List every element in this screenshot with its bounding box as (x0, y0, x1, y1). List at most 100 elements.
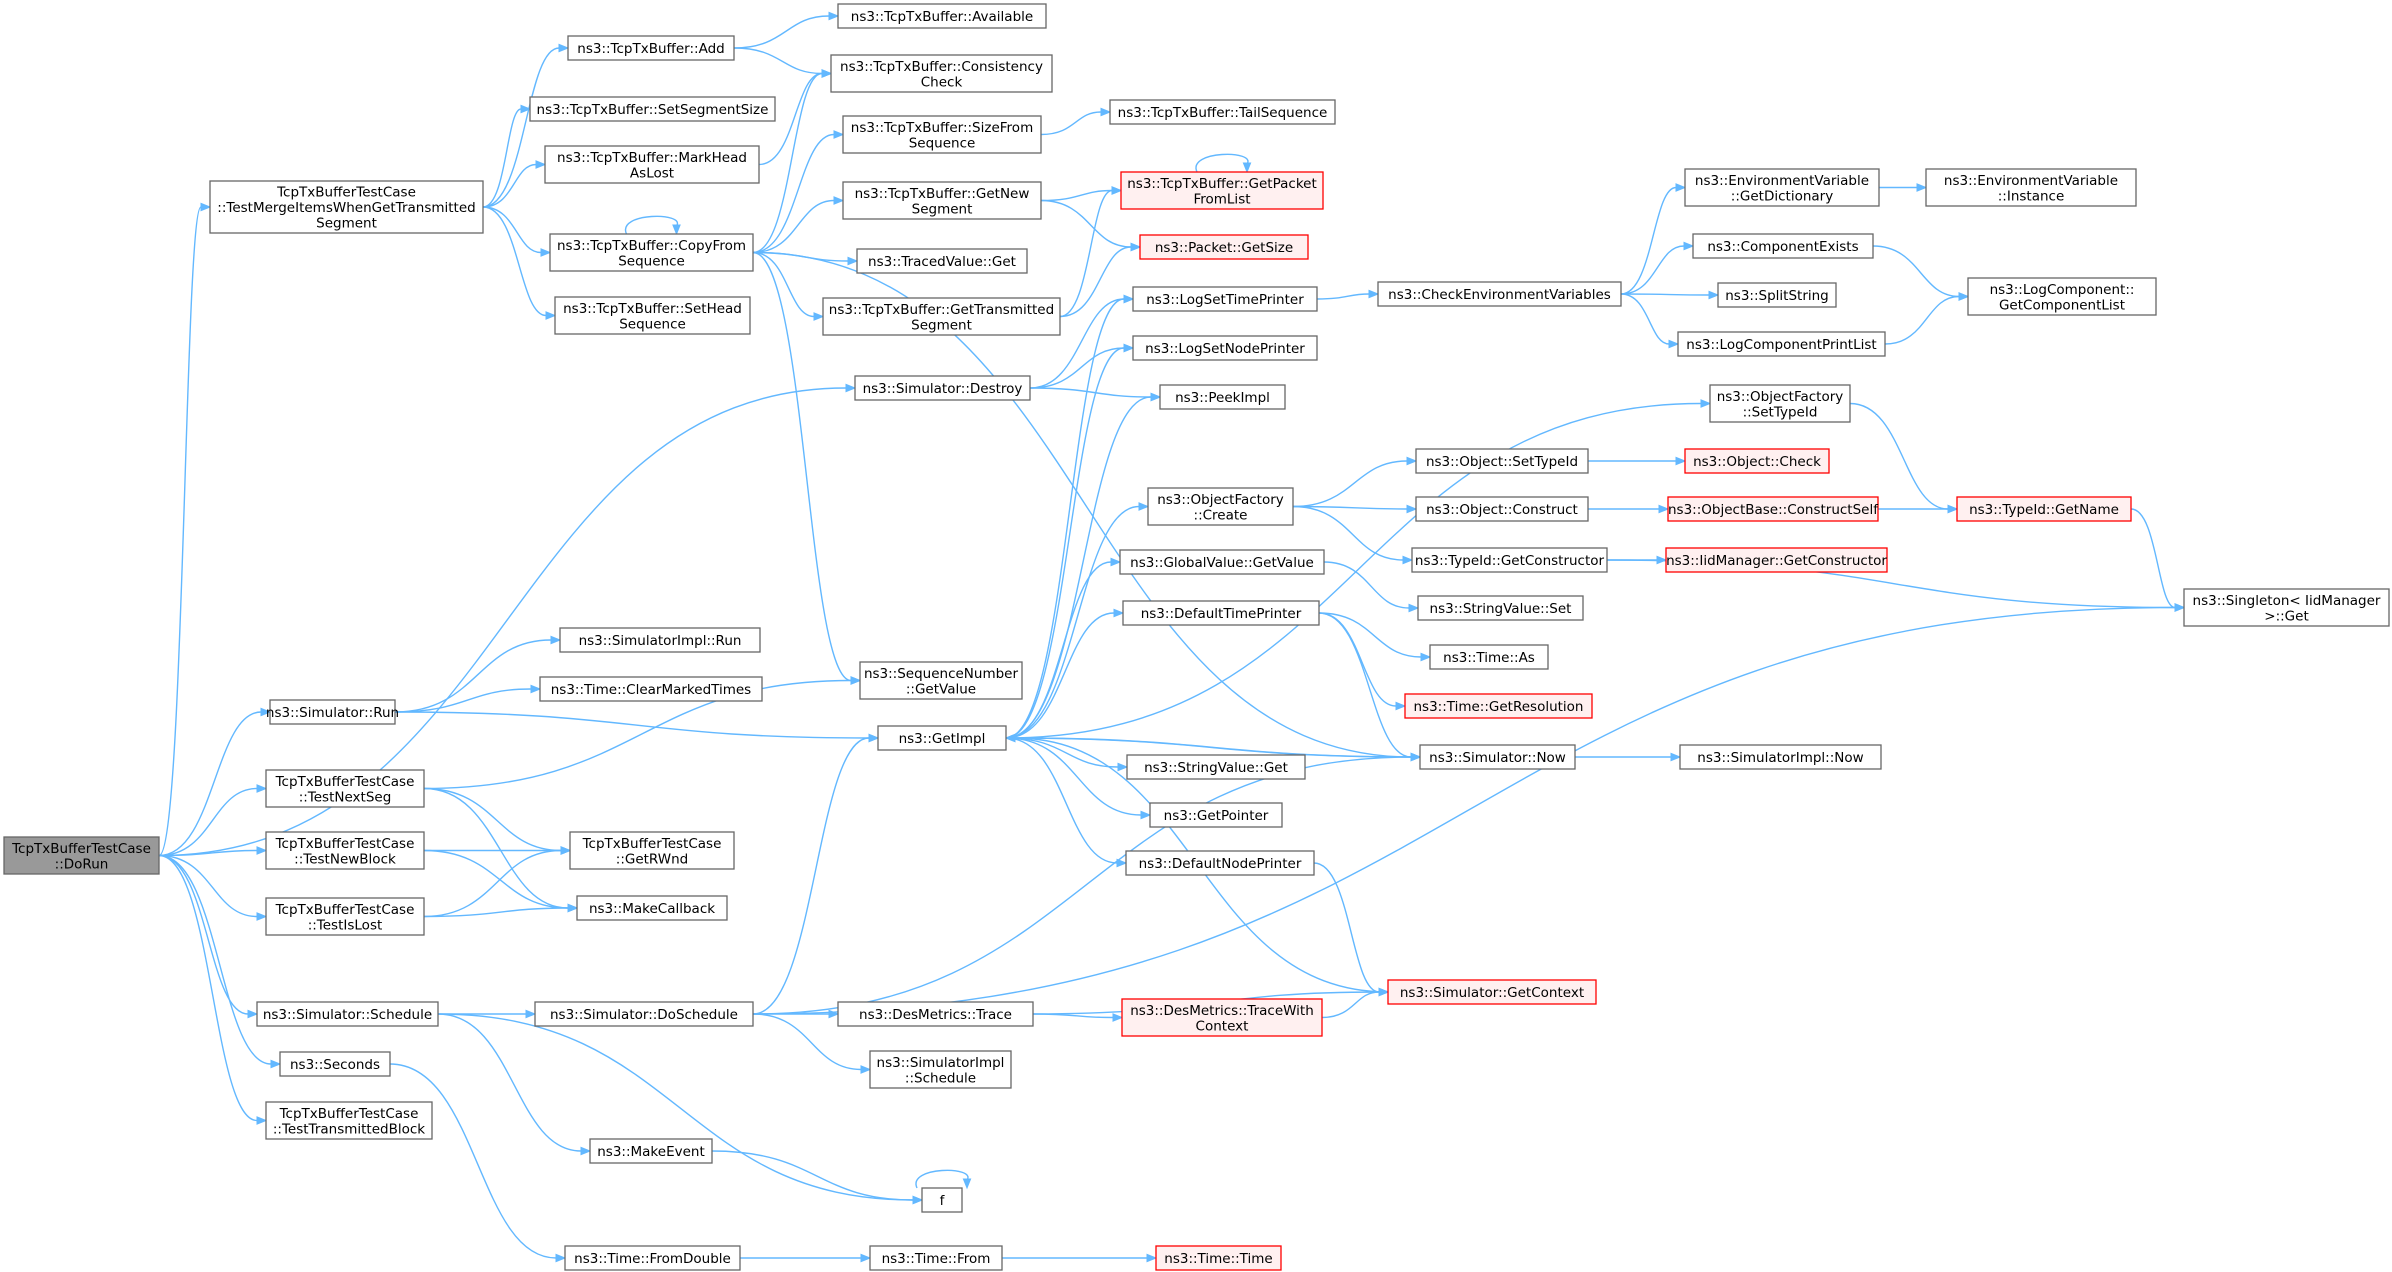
edge-arrowhead (1406, 504, 1418, 514)
node-do-schedule[interactable]: ns3::Simulator::DoSchedule (534, 1001, 754, 1027)
node-get-pointer[interactable]: ns3::GetPointer (1149, 802, 1283, 828)
node-box (1419, 744, 1576, 770)
node-obj-construct[interactable]: ns3::Object::Construct (1415, 496, 1589, 522)
edge (1620, 290, 1720, 300)
node-obj-check[interactable]: ns3::Object::Check (1684, 448, 1830, 474)
node-def-time-printer[interactable]: ns3::DefaultTimePrinter (1122, 600, 1320, 626)
node-traced-get[interactable]: ns3::TracedValue::Get (856, 248, 1028, 274)
edge (423, 676, 862, 790)
node-clear-marked[interactable]: ns3::Time::ClearMarkedTimes (539, 676, 763, 702)
node-sim-impl-schedule[interactable]: ns3::SimulatorImpl::Schedule (869, 1050, 1012, 1089)
edge-line (1005, 561, 1112, 739)
node-des-trace[interactable]: ns3::DesMetrics::Trace (837, 1001, 1034, 1027)
node-get-impl[interactable]: ns3::GetImpl (877, 725, 1007, 751)
node-packet-get-size[interactable]: ns3::Packet::GetSize (1139, 234, 1309, 260)
node-label: ns3::TcpTxBuffer::GetNew (855, 186, 1030, 202)
node-make-callback[interactable]: ns3::MakeCallback (576, 895, 728, 921)
node-seconds[interactable]: ns3::Seconds (279, 1051, 391, 1077)
node-box (265, 897, 425, 936)
node-label: ns3::DesMetrics::TraceWith (1130, 1003, 1314, 1019)
node-ofset-type-id[interactable]: ns3::ObjectFactory::SetTypeId (1709, 384, 1851, 423)
node-time-get-res[interactable]: ns3::Time::GetResolution (1404, 693, 1593, 719)
node-do-run[interactable]: TcpTxBufferTestCase::DoRun (3, 836, 160, 875)
edge-arrowhead (1675, 183, 1687, 192)
node-comp-exists[interactable]: ns3::ComponentExists (1692, 233, 1874, 259)
node-check-env[interactable]: ns3::CheckEnvironmentVariables (1377, 281, 1622, 307)
node-log-set-time[interactable]: ns3::LogSetTimePrinter (1132, 286, 1318, 312)
node-sim-impl-run[interactable]: ns3::SimulatorImpl::Run (559, 627, 761, 653)
node-box (1132, 335, 1318, 361)
node-ofcreate[interactable]: ns3::ObjectFactory::Create (1147, 487, 1294, 526)
node-tail-seq[interactable]: ns3::TcpTxBuffer::TailSequence (1109, 99, 1336, 125)
node-seq-get-value[interactable]: ns3::SequenceNumber::GetValue (859, 661, 1023, 700)
node-add[interactable]: ns3::TcpTxBuffer::Add (567, 35, 735, 61)
edge-line (1014, 737, 1421, 758)
edge-line (1059, 246, 1132, 318)
node-label: ns3::SplitString (1725, 288, 1829, 304)
node-test-next-seg[interactable]: TcpTxBufferTestCase::TestNextSeg (265, 769, 425, 808)
node-make-event[interactable]: ns3::MakeEvent (589, 1138, 713, 1164)
node-iid-mgr-get-ctor[interactable]: ns3::IidManager::GetConstructor (1665, 547, 1888, 573)
edge (158, 854, 268, 921)
node-label: ns3::ObjectBase::ConstructSelf (1668, 502, 1879, 518)
node-sim-schedule[interactable]: ns3::Simulator::Schedule (256, 1001, 439, 1027)
node-def-node-printer[interactable]: ns3::DefaultNodePrinter (1125, 850, 1315, 876)
node-sim-impl-now[interactable]: ns3::SimulatorImpl::Now (1679, 744, 1882, 770)
node-split-string[interactable]: ns3::SplitString (1717, 282, 1837, 308)
node-test-new-block[interactable]: TcpTxBufferTestCase::TestNewBlock (265, 831, 425, 870)
node-sim-run[interactable]: ns3::Simulator::Run (266, 699, 399, 725)
node-log-comp-print-list[interactable]: ns3::LogComponentPrintList (1677, 331, 1886, 357)
node-sim-get-context[interactable]: ns3::Simulator::GetContext (1387, 979, 1597, 1005)
node-time-as[interactable]: ns3::Time::As (1429, 644, 1549, 670)
node-type-id-get-name[interactable]: ns3::TypeId::GetName (1956, 496, 2132, 522)
edge-arrowhead (1123, 294, 1135, 304)
node-singleton-get[interactable]: ns3::Singleton< IidManager >::Get (2183, 588, 2390, 627)
node-time-from[interactable]: ns3::Time::From (869, 1245, 1003, 1271)
node-string-value-set[interactable]: ns3::StringValue::Set (1417, 595, 1584, 621)
node-obj-set-type-id[interactable]: ns3::Object::SetTypeId (1415, 448, 1589, 474)
node-time-time[interactable]: ns3::Time::Time (1155, 1245, 1282, 1271)
node-gvget-value[interactable]: ns3::GlobalValue::GetValue (1119, 549, 1325, 575)
node-label: ns3::DefaultTimePrinter (1141, 606, 1302, 622)
node-env-get-dict[interactable]: ns3::EnvironmentVariable::GetDictionary (1684, 168, 1880, 207)
node-type-id-get-ctor[interactable]: ns3::TypeId::GetConstructor (1411, 547, 1608, 573)
node-test-is-lost[interactable]: TcpTxBufferTestCase::TestIsLost (265, 897, 425, 936)
node-from-double[interactable]: ns3::Time::FromDouble (564, 1245, 741, 1271)
edge-line (1620, 245, 1685, 295)
node-test-tx-block[interactable]: TcpTxBufferTestCase::TestTransmittedBloc… (265, 1101, 433, 1140)
node-label: TcpTxBufferTestCase (275, 774, 415, 790)
node-label: ns3::TcpTxBuffer::Available (851, 9, 1033, 25)
node-label: ns3::Simulator::Schedule (263, 1007, 432, 1023)
node-get-rwnd[interactable]: TcpTxBufferTestCase::GetRWnd (569, 831, 735, 870)
edge (158, 846, 268, 857)
node-string-value-get[interactable]: ns3::StringValue::Get (1126, 754, 1306, 780)
node-log-comp-get-list[interactable]: ns3::LogComponent::GetComponentList (1967, 277, 2157, 316)
node-peek-impl[interactable]: ns3::PeekImpl (1159, 384, 1286, 410)
edge (1620, 293, 1680, 349)
node-sim-now[interactable]: ns3::Simulator::Now (1419, 744, 1576, 770)
node-label: Segment (912, 201, 973, 217)
node-available[interactable]: ns3::TcpTxBuffer::Available (837, 3, 1047, 29)
edge (1059, 242, 1142, 318)
node-set-seg-size[interactable]: ns3::TcpTxBuffer::SetSegmentSize (529, 96, 776, 122)
node-test-merge[interactable]: TcpTxBufferTestCase::TestMergeItemsWhenG… (209, 180, 484, 234)
node-obj-base-construct[interactable]: ns3::ObjectBase::ConstructSelf (1667, 496, 1879, 522)
edge-arrowhead (1117, 762, 1129, 772)
node-f[interactable]: f (921, 1187, 963, 1213)
edge (1002, 1253, 1158, 1263)
node-box (1717, 282, 1837, 308)
node-log-set-node[interactable]: ns3::LogSetNodePrinter (1132, 335, 1318, 361)
edge-arrowhead (256, 1116, 268, 1125)
node-label: ::TestIsLost (308, 917, 383, 933)
node-sim-destroy[interactable]: ns3::Simulator::Destroy (854, 375, 1031, 401)
node-env-instance[interactable]: ns3::EnvironmentVariable::Instance (1925, 168, 2137, 207)
